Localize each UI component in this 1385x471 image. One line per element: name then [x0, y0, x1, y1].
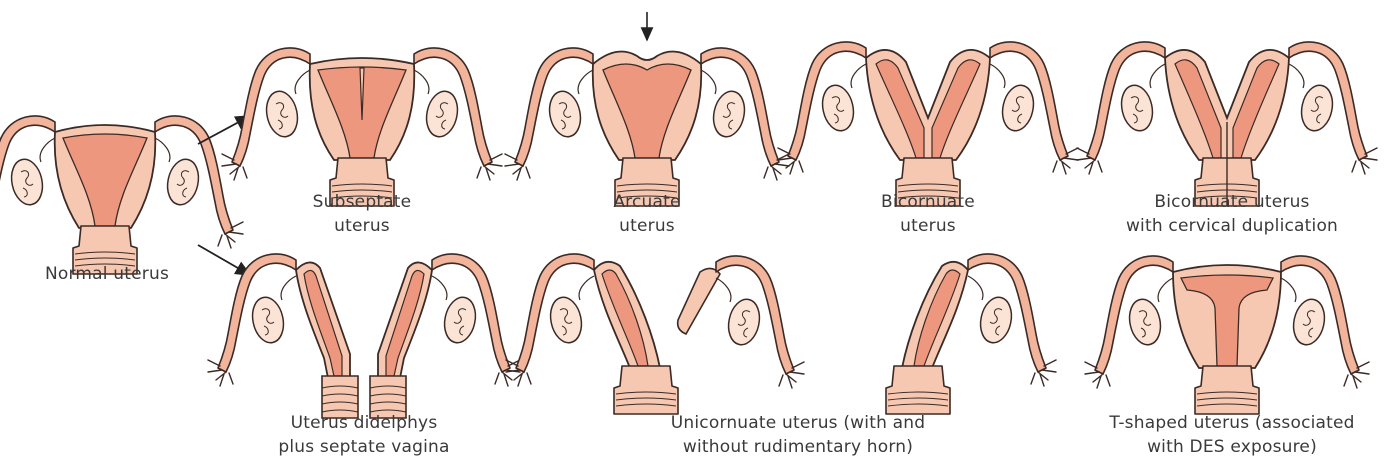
caption-line: uterus	[567, 214, 727, 238]
arcuate-uterus-illustration	[505, 48, 789, 206]
arrow-to-didelphys	[198, 245, 250, 275]
caption-bicornuate-cervical: Bicornuate uterus with cervical duplicat…	[1112, 190, 1352, 238]
unicornuate-without-horn-illustration	[886, 254, 1056, 414]
caption-t-shaped: T-shaped uterus (associated with DES exp…	[1102, 411, 1362, 459]
caption-line: with DES exposure)	[1102, 435, 1362, 459]
caption-line: with cervical duplication	[1112, 214, 1352, 238]
caption-line: without rudimentary horn)	[638, 435, 958, 459]
caption-line: Subseptate	[282, 190, 442, 214]
t-shaped-uterus-illustration	[1085, 256, 1369, 414]
caption-line: Uterus didelphys	[264, 411, 464, 435]
caption-unicornuate: Unicornuate uterus (with and without rud…	[638, 411, 958, 459]
caption-normal-text: Normal uterus	[32, 262, 182, 286]
caption-subseptate: Subseptate uterus	[282, 190, 442, 238]
unicornuate-with-horn-illustration	[506, 254, 804, 414]
caption-line: Unicornuate uterus (with and	[638, 411, 958, 435]
didelphys-uterus-illustration	[208, 254, 520, 418]
bicornuate-cervical-duplication-illustration	[1077, 42, 1377, 206]
caption-didelphys: Uterus didelphys plus septate vagina	[264, 411, 464, 459]
caption-line: Arcuate	[567, 190, 727, 214]
caption-line: uterus	[282, 214, 442, 238]
caption-line: Bicornuate	[848, 190, 1008, 214]
caption-normal-uterus: Normal uterus	[32, 262, 182, 286]
caption-arcuate: Arcuate uterus	[567, 190, 727, 238]
caption-line: T-shaped uterus (associated	[1102, 411, 1362, 435]
bicornuate-uterus-illustration	[778, 42, 1078, 206]
subseptate-uterus-illustration	[222, 48, 502, 206]
caption-line: plus septate vagina	[264, 435, 464, 459]
caption-line: Bicornuate uterus	[1112, 190, 1352, 214]
caption-bicornuate: Bicornuate uterus	[848, 190, 1008, 238]
caption-line: uterus	[848, 214, 1008, 238]
